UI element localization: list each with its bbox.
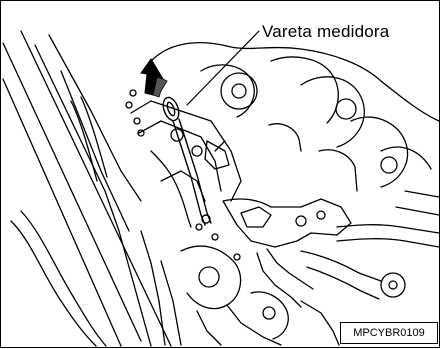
- figure-code-box: MPCYBR0109: [340, 322, 438, 344]
- callout-leader-line: [186, 30, 260, 106]
- dipstick-callout-label: Vareta medidora: [262, 22, 390, 41]
- dipstick: [162, 96, 212, 226]
